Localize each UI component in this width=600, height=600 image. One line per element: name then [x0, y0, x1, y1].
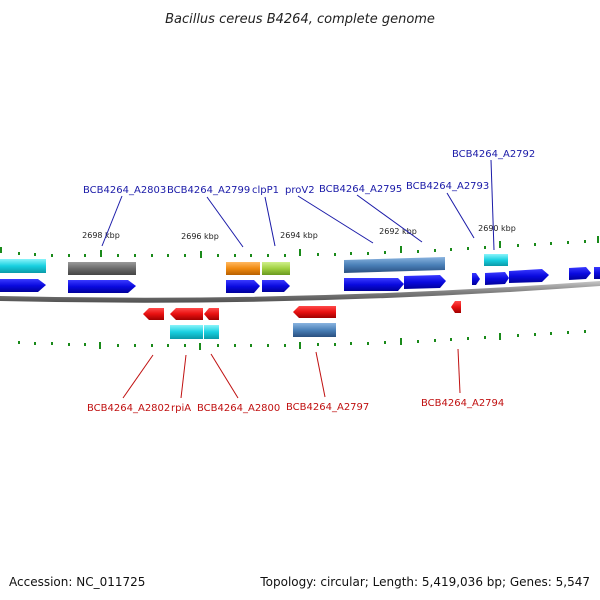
kbp-label: 2694 kbp — [280, 231, 318, 240]
reverse-gene-arrow — [170, 308, 203, 320]
reverse-features — [170, 323, 336, 339]
forward-gene-arrow — [594, 267, 600, 279]
reverse-genes — [143, 301, 461, 320]
gene-label-bcb4264-a2797: BCB4264_A2797 — [286, 402, 369, 413]
orange-feature — [226, 262, 260, 275]
gene-label-bcb4264-a2803: BCB4264_A2803 — [83, 185, 166, 196]
forward-leader-lines — [101, 159, 495, 251]
bottom-ticks — [18, 330, 586, 350]
reverse-gene-arrow — [204, 308, 219, 320]
gray-feature — [68, 262, 136, 275]
genome-summary-text: Topology: circular; Length: 5,419,036 bp… — [259, 575, 590, 589]
forward-gene-arrow — [344, 278, 404, 291]
forward-gene-arrow — [509, 269, 549, 283]
genome-backbone — [0, 281, 600, 303]
accession-text: Accession: NC_011725 — [9, 575, 145, 589]
steel-feature — [344, 257, 445, 273]
forward-gene-arrow — [0, 279, 46, 292]
kbp-label: 2690 kbp — [478, 224, 516, 233]
forward-gene-arrow — [472, 273, 480, 285]
gene-label-bcb4264-a2800: BCB4264_A2800 — [197, 403, 280, 414]
gene-label-prov2: proV2 — [285, 185, 315, 196]
kbp-label: 2692 kbp — [379, 227, 417, 236]
kbp-label: 2696 kbp — [181, 232, 219, 241]
gene-label-clpp1: clpP1 — [252, 185, 279, 196]
gene-label-bcb4264-a2794: BCB4264_A2794 — [421, 398, 504, 409]
gene-label-bcb4264-a2793: BCB4264_A2793 — [406, 181, 489, 192]
kbp-label: 2698 kbp — [82, 231, 120, 240]
forward-gene-arrow — [569, 267, 591, 280]
reverse-gene-arrow — [293, 306, 336, 318]
forward-genes — [0, 267, 600, 293]
gene-label-bcb4264-a2792: BCB4264_A2792 — [452, 149, 535, 160]
forward-labels: BCB4264_A2803 BCB4264_A2799 clpP1 proV2 … — [83, 149, 535, 196]
cyan-feature — [484, 254, 508, 266]
reverse-gene-arrow — [143, 308, 164, 320]
gene-label-bcb4264-a2802: BCB4264_A2802 — [87, 403, 170, 414]
steel-feature — [293, 323, 336, 337]
cyan-feature — [204, 325, 219, 339]
reverse-gene-arrow — [451, 301, 461, 313]
cyan-feature — [170, 325, 203, 339]
gene-label-rpia: rpiA — [171, 403, 191, 414]
gene-label-bcb4264-a2795: BCB4264_A2795 — [319, 184, 402, 195]
gene-label-bcb4264-a2799: BCB4264_A2799 — [167, 185, 250, 196]
reverse-leader-lines — [122, 348, 461, 399]
cyan-feature — [0, 259, 46, 273]
forward-gene-arrow — [68, 280, 136, 293]
forward-gene-arrow — [404, 275, 446, 289]
green-feature — [262, 262, 290, 275]
top-ticks — [0, 236, 599, 258]
forward-features — [0, 254, 508, 275]
forward-gene-arrow — [485, 272, 509, 285]
map-title: Bacillus cereus B4264, complete genome — [165, 12, 435, 27]
forward-gene-arrow — [226, 280, 260, 293]
forward-gene-arrow — [262, 280, 290, 292]
reverse-labels: BCB4264_A2802 rpiA BCB4264_A2800 BCB4264… — [87, 398, 504, 414]
